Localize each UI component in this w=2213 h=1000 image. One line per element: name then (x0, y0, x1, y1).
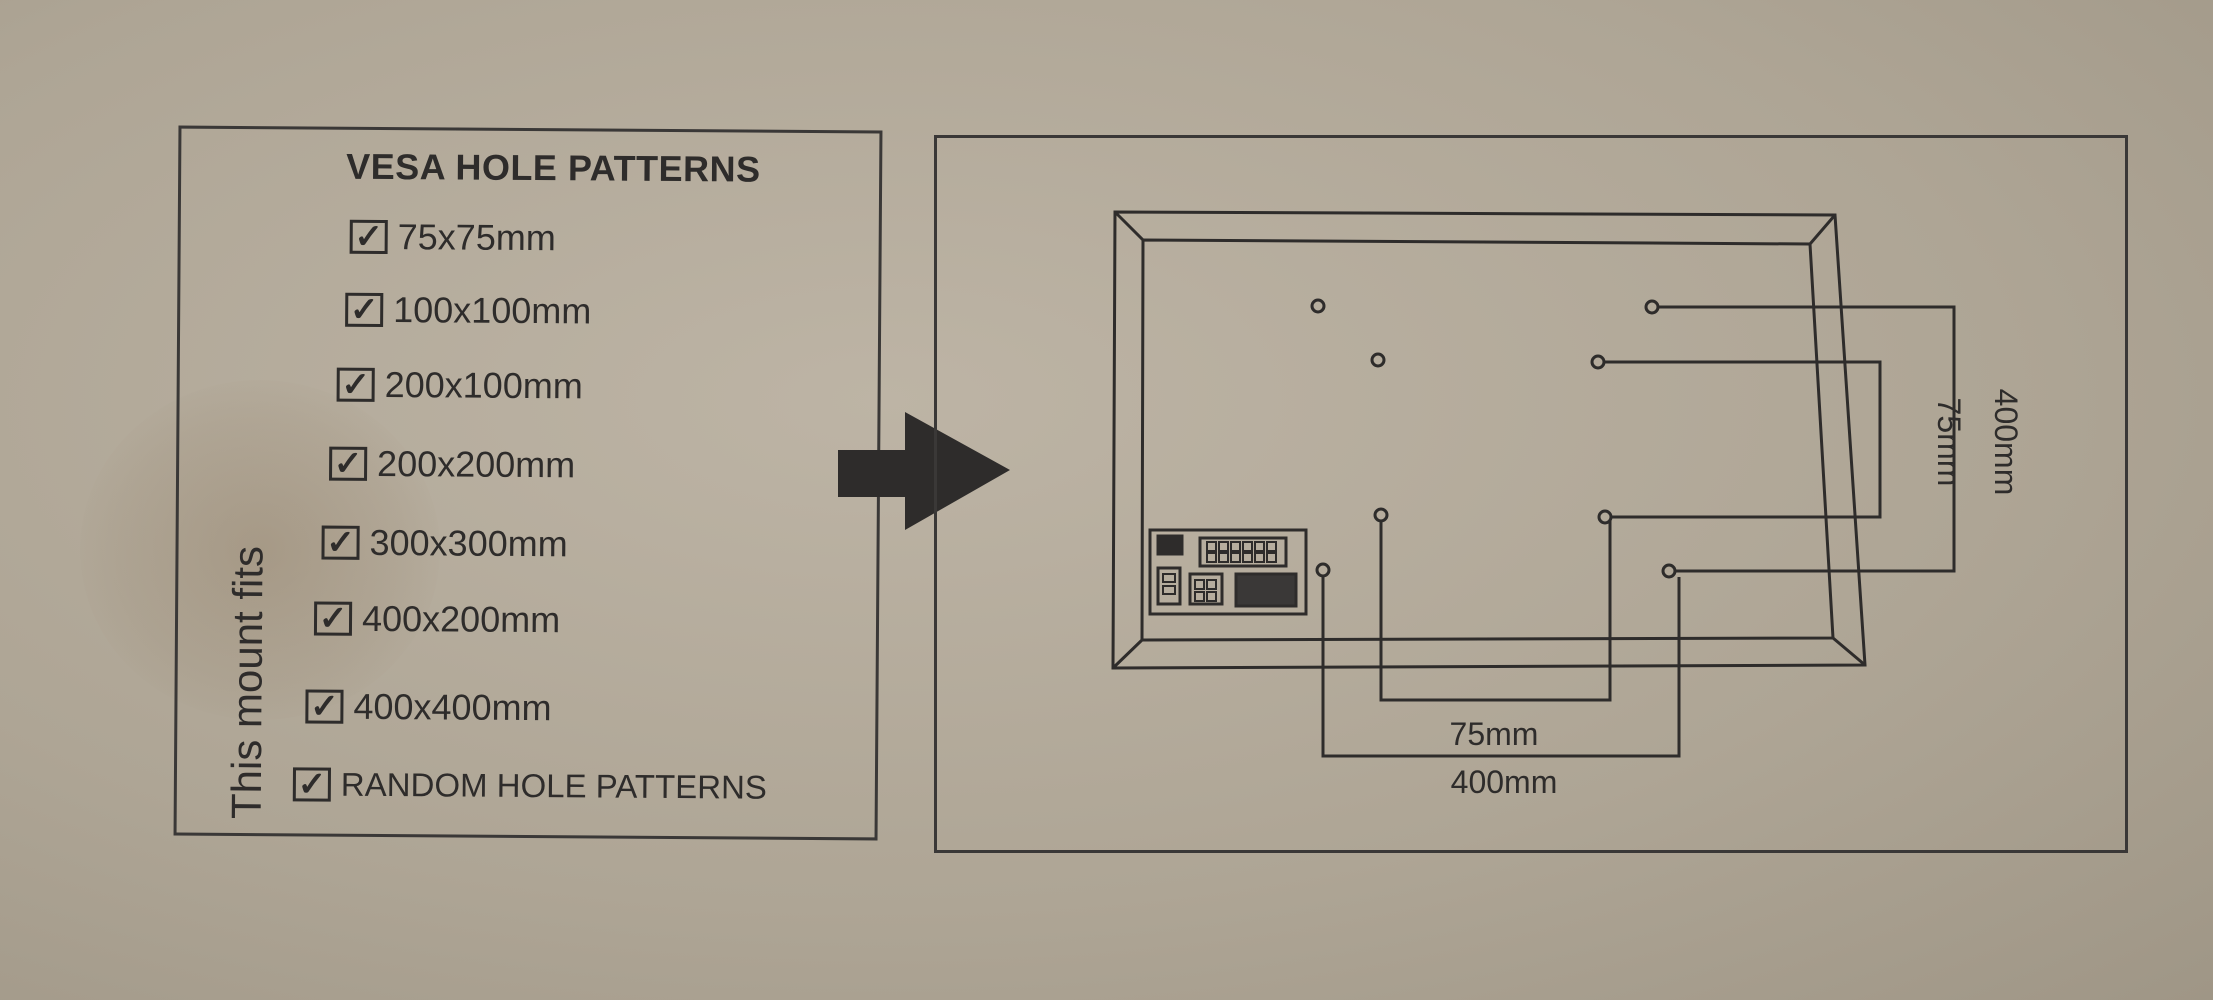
hole (1310, 298, 1326, 314)
hole (1661, 563, 1677, 579)
connector-panel-icon (1148, 528, 1308, 616)
hole (1373, 507, 1389, 523)
connector-pins (1162, 541, 1277, 602)
dim-label-75-vertical: 75mm (1931, 398, 1967, 487)
dimension-line-75-vertical (1604, 360, 1882, 519)
dimension-line-400-vertical (1658, 305, 1956, 573)
hole (1315, 562, 1331, 578)
hole (1644, 299, 1660, 315)
dim-label-400-horizontal: 400mm (1451, 764, 1558, 800)
dimension-line-75-horizontal (1379, 521, 1612, 702)
mounting-holes (1310, 298, 1677, 579)
dimension-line-400-horizontal (1321, 576, 1681, 758)
hole (1590, 354, 1606, 370)
tv-outer-frame (1111, 210, 1867, 670)
dim-label-75-horizontal: 75mm (1450, 716, 1539, 752)
hole (1370, 352, 1386, 368)
right-arrow-icon (838, 412, 1010, 530)
vesa-diagram-panel (934, 135, 2128, 853)
cardboard-stain (80, 380, 440, 720)
dim-label-400-vertical: 400mm (1988, 389, 2024, 496)
